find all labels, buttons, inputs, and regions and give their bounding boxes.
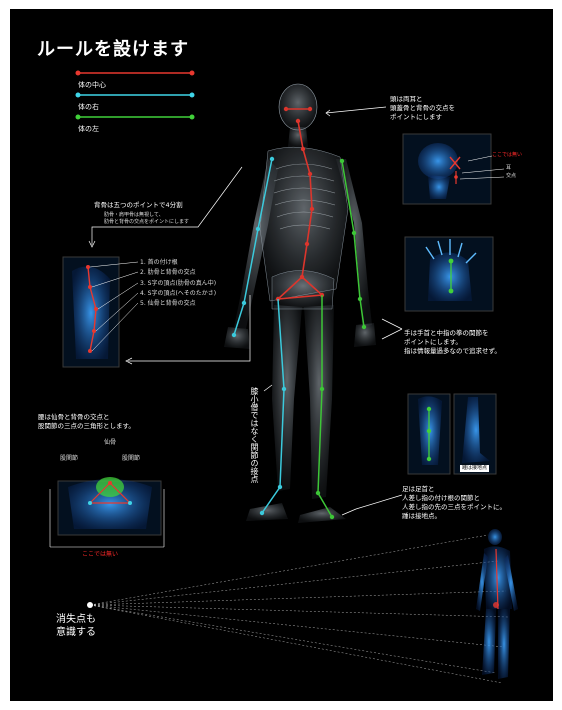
spine-panel-graphic	[63, 257, 138, 367]
pelvis-not-used-label: ここでは無い	[82, 551, 118, 558]
vanishing-note: 消失点も 意識する	[56, 613, 96, 639]
pelvis-note: 腰は仙骨と背骨の交点と 股関節の三点の三角形とします。	[38, 413, 135, 431]
head-intersection-label: 交点	[506, 173, 516, 180]
vanishing-point-graphic	[87, 529, 518, 683]
pelvis-panel-graphic	[50, 477, 164, 547]
spine-point-5: 5. 仙骨と背骨の交点	[140, 300, 196, 307]
spine-point-3: 3. S字の頂点(肋骨の真ん中)	[140, 280, 216, 287]
head-note-line1: 頭は両耳と	[390, 95, 455, 104]
spine-note-sub1: 肋骨・肩甲骨は無視して、	[104, 212, 164, 219]
page-title: ルールを設けます	[37, 35, 189, 61]
head-ear-label: 耳	[506, 165, 511, 172]
foot-note-line4: 踵は接地点。	[402, 512, 506, 521]
head-note-line3: ポイントにします	[390, 113, 455, 122]
legend-lines	[76, 71, 195, 120]
spine-note-title: 背骨は五つのポイントで4分割	[94, 201, 183, 210]
knee-note: 膝小僧ではなく関節の接点	[250, 387, 259, 477]
head-not-used-label: ここでは無い	[492, 152, 522, 159]
hand-note-line2: ポイントにします。	[404, 338, 501, 347]
pelvis-note-line2: 股関節の三点の三角形とします。	[38, 422, 135, 431]
pelvis-hip-right-label: 股関節	[122, 455, 140, 462]
hand-note: 手は手首と中指の拳の関節を ポイントにします。 指は情報量過多なので追求せず。	[404, 329, 501, 356]
foot-heel-label: 踵は接地点	[460, 465, 489, 472]
spine-point-4: 4. S字の頂点(へそのたかさ)	[140, 290, 216, 297]
foot-note-line3: 人差し指の先の三点をポイントに。	[402, 503, 506, 512]
legend-right-label: 体の右	[78, 102, 99, 112]
foot-note: 足は足首と 人差し指の付け根の関節と 人差し指の先の三点をポイントに。 踵は接地…	[402, 485, 506, 521]
vanishing-note-line1: 消失点も	[56, 613, 96, 626]
hand-panel-graphic	[405, 237, 493, 311]
head-note-line2: 頭蓋骨と背骨の交点を	[390, 104, 455, 113]
hand-note-line3: 指は情報量過多なので追求せず。	[404, 347, 501, 356]
head-panel-graphic	[403, 134, 504, 204]
pelvis-note-line1: 腰は仙骨と背骨の交点と	[38, 413, 135, 422]
foot-note-line2: 人差し指の付け根の関節と	[402, 494, 506, 503]
main-figure	[224, 84, 376, 523]
spine-note-sub2: 肋骨と背骨の交点をポイントにします	[104, 219, 189, 226]
hand-note-line1: 手は手首と中指の拳の関節を	[404, 329, 501, 338]
pelvis-sacrum-label: 仙骨	[104, 439, 116, 446]
legend-center-label: 体の中心	[78, 80, 106, 90]
legend-left-label: 体の左	[78, 124, 99, 134]
pelvis-hip-left-label: 股関節	[60, 455, 78, 462]
spine-point-1: 1. 首の付け根	[140, 259, 178, 266]
vanishing-note-line2: 意識する	[56, 626, 96, 639]
head-note: 頭は両耳と 頭蓋骨と背骨の交点を ポイントにします	[390, 95, 455, 122]
foot-note-line1: 足は足首と	[402, 485, 506, 494]
spine-point-2: 2. 肋骨と背骨の交点	[140, 269, 196, 276]
foot-panels-graphic	[408, 394, 496, 474]
diagram-canvas: ルールを設けます 体の中心 体の右 体の左 頭は両耳と 頭蓋骨と背骨の交点を ポ…	[10, 9, 553, 701]
